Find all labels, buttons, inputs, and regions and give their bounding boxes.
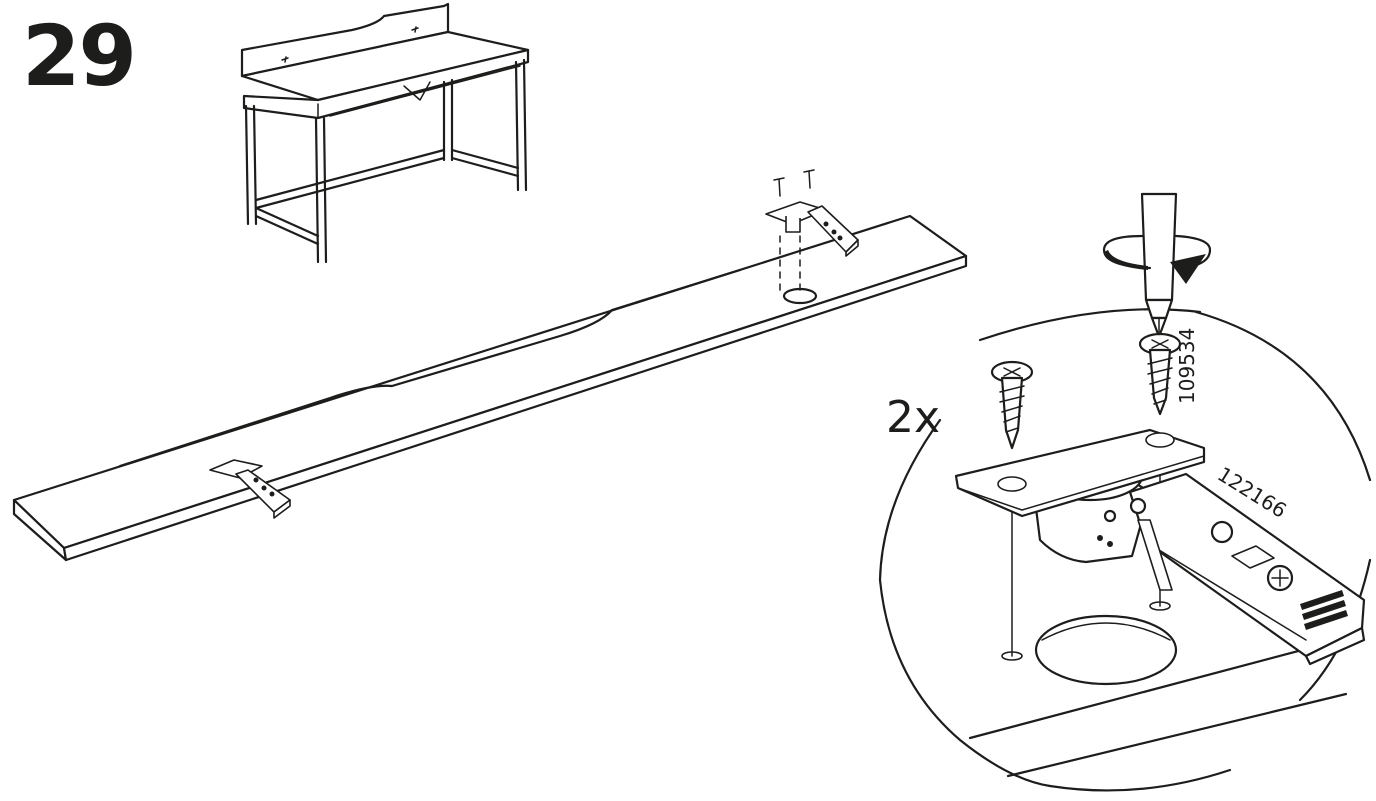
step-number: 29 [22,7,137,105]
hinge-left [209,459,291,519]
screws-small [773,169,815,197]
screwdriver-icon [1140,192,1178,336]
board [12,214,968,562]
screw-icon [990,360,1034,450]
desk-overview-icon [240,2,530,264]
clockwise-rotation-arrow-icon [1102,234,1212,284]
cabinet-hinge-icon [954,428,1366,666]
hinge-right [765,201,859,257]
quantity-label: 2x [886,392,940,443]
screw-icon-2 [1138,332,1182,416]
screw-part-number: 109534 [1175,328,1199,404]
